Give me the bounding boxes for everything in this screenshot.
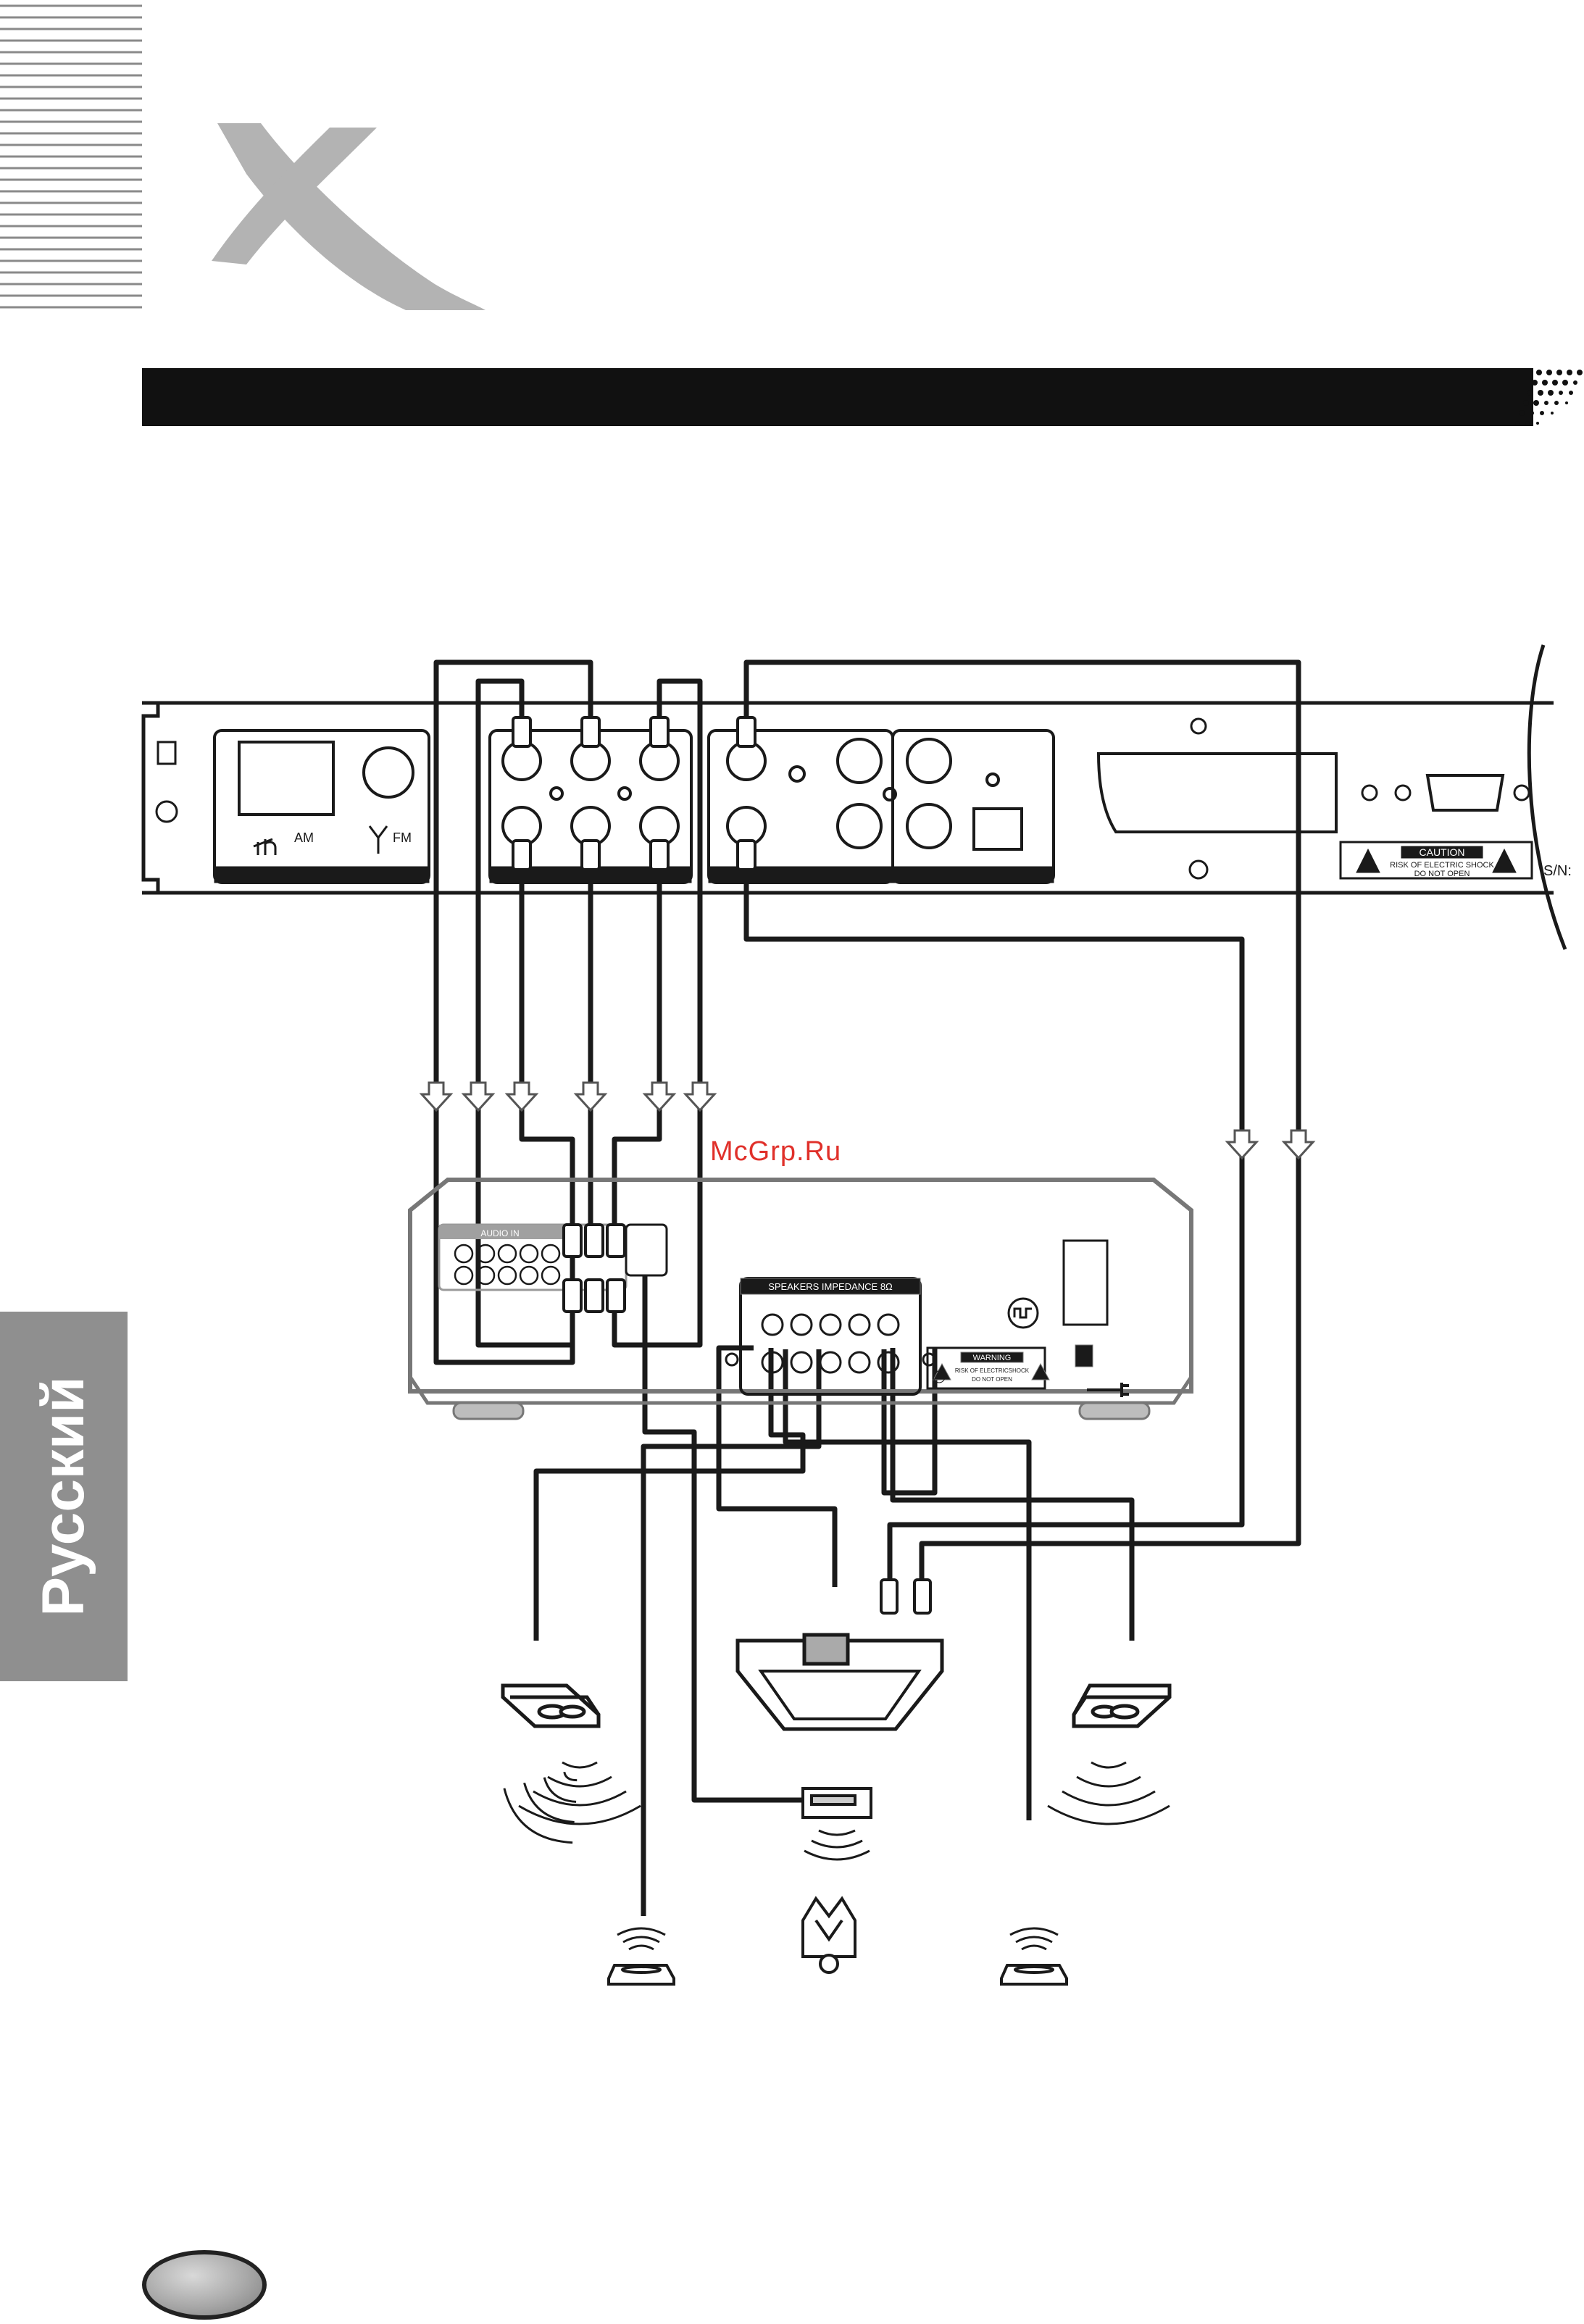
warning-line2: DO NOT OPEN [972,1376,1012,1383]
amplifier-rear-panel [410,1180,1191,1419]
antenna-icon [370,826,387,854]
page-number-oval [142,2250,267,2320]
language-tab-label: Русский [30,1376,98,1616]
speaker-surround-left [609,1965,674,1984]
caution-line1: RISK OF ELECTRIC SHOCK [1390,861,1494,870]
caution-title: CAUTION [1420,846,1465,858]
signal-arrows [422,1083,1313,1158]
speaker-center [803,1788,871,1817]
tv-set [738,1635,942,1729]
fm-label: FM [393,830,412,845]
caution-line2: DO NOT OPEN [1414,870,1470,878]
warning-line1: RISK OF ELECTRICSHOCK [955,1367,1030,1374]
speaker-front-right [1074,1686,1170,1726]
watermark-text: McGrp.Ru [710,1136,841,1167]
am-loop-icon [254,839,275,855]
title-band [142,368,1583,426]
header-stripes [0,6,142,307]
listener-icon [803,1899,855,1973]
audio-in-label: AUDIO IN [480,1228,519,1238]
dvd-rear-panel [142,645,1565,949]
speaker-front-left [503,1686,599,1726]
warning-title: WARNING [973,1354,1012,1362]
logo-x-icon [212,123,485,310]
speaker-surround-right [1001,1965,1067,1984]
power-plug-icon [1087,1383,1129,1397]
speakers-label: SPEAKERS IMPEDANCE 8Ω [768,1281,893,1292]
serial-label: S/N: [1543,863,1572,879]
language-tab: Русский [0,1312,128,1681]
am-label: AM [294,830,314,845]
